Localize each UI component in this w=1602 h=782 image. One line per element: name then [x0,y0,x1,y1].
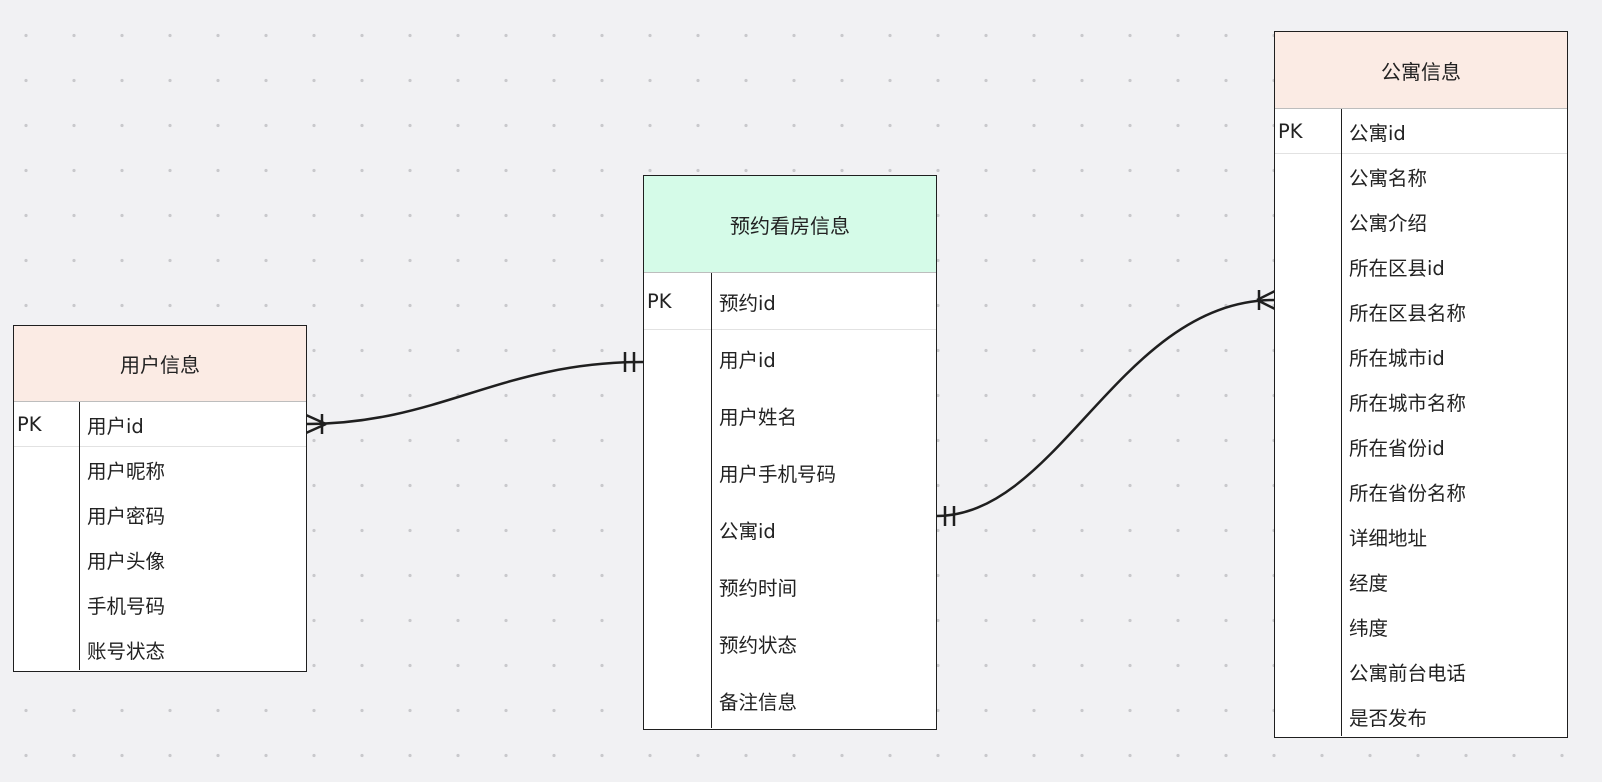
field-row[interactable]: 预约状态 [644,615,936,672]
field-row[interactable]: 用户头像 [14,537,306,582]
field-name: 用户头像 [87,550,166,573]
field-name: 纬度 [1349,617,1389,640]
field-name: 公寓介绍 [1349,212,1428,235]
field-name: 所在城市名称 [1349,392,1467,415]
field-name: 所在区县id [1349,257,1445,280]
entity-user[interactable]: 用户信息 PK 用户id 用户昵称用户密码用户头像手机号码账号状态 [13,325,307,672]
field-name: 所在区县名称 [1349,302,1467,325]
entity-appointment[interactable]: 预约看房信息 PK 预约id 用户id 用户姓名用户手机号码公寓id 预约时间预约状态备… [643,175,937,730]
field-row[interactable]: 是否发布 [1275,694,1567,739]
field-list: PK 预约id 用户id 用户姓名用户手机号码公寓id 预约时间预约状态备注信息 [644,273,936,729]
pk-label: PK [17,412,42,436]
field-name: 用户密码 [87,505,166,528]
field-name: 用户手机号码 [719,463,837,486]
entity-title: 预约看房信息 [644,176,936,273]
entity-apartment[interactable]: 公寓信息 PK 公寓id 公寓名称公寓介绍所在区县id 所在区县名称所在城市id 所在城… [1274,31,1568,738]
field-row[interactable]: 手机号码 [14,582,306,627]
field-name: 公寓名称 [1349,167,1428,190]
relationship-line-user-appointment[interactable] [305,360,644,426]
field-row[interactable]: 账号状态 [14,627,306,672]
entity-title: 公寓信息 [1275,32,1567,109]
field-name: 手机号码 [87,595,166,618]
field-name: 经度 [1349,572,1389,595]
field-row[interactable]: 详细地址 [1275,514,1567,559]
field-name: 用户昵称 [87,460,166,483]
primary-key-row[interactable]: PK 预约id [644,273,936,330]
field-name: 用户姓名 [719,406,798,429]
field-row[interactable]: 用户昵称 [14,447,306,492]
field-row[interactable]: 所在省份名称 [1275,469,1567,514]
field-list: PK 用户id 用户昵称用户密码用户头像手机号码账号状态 [14,402,306,672]
field-name: 预约id [719,291,776,315]
field-row[interactable]: 公寓介绍 [1275,199,1567,244]
field-row[interactable]: 经度 [1275,559,1567,604]
field-name: 公寓id [1349,121,1406,145]
primary-key-row[interactable]: PK 用户id [14,402,306,447]
field-row[interactable]: 所在城市id [1275,334,1567,379]
field-name: 公寓前台电话 [1349,662,1467,685]
field-name: 备注信息 [719,691,798,714]
field-row[interactable]: 所在区县id [1275,244,1567,289]
entity-title: 用户信息 [14,326,306,402]
field-row[interactable]: 所在区县名称 [1275,289,1567,334]
field-row[interactable]: 纬度 [1275,604,1567,649]
field-name: 公寓id [719,520,776,543]
field-name: 用户id [87,414,144,438]
pk-label: PK [1278,119,1303,143]
field-name: 是否发布 [1349,707,1428,730]
field-row[interactable]: 公寓前台电话 [1275,649,1567,694]
field-name: 预约时间 [719,577,798,600]
field-name: 所在城市id [1349,347,1445,370]
one-and-only-one-marker [943,506,956,526]
field-row[interactable]: 用户姓名 [644,387,936,444]
relationship-line-appointment-apartment[interactable] [935,298,1276,518]
crowfoot-one-or-many-marker [1256,289,1276,311]
field-row[interactable]: 预约时间 [644,558,936,615]
crowfoot-one-or-many-marker [305,413,327,435]
field-list: PK 公寓id 公寓名称公寓介绍所在区县id 所在区县名称所在城市id 所在城市名称所在… [1275,109,1567,739]
field-name: 账号状态 [87,640,166,663]
field-row[interactable]: 公寓名称 [1275,154,1567,199]
field-name: 所在省份id [1349,437,1445,460]
field-row[interactable]: 用户手机号码 [644,444,936,501]
field-row[interactable]: 公寓id [644,501,936,558]
pk-label: PK [647,289,672,313]
primary-key-row[interactable]: PK 公寓id [1275,109,1567,154]
one-and-only-one-marker [623,352,636,372]
field-row[interactable]: 备注信息 [644,672,936,729]
field-row[interactable]: 用户密码 [14,492,306,537]
field-row[interactable]: 所在城市名称 [1275,379,1567,424]
field-row[interactable]: 所在省份id [1275,424,1567,469]
field-name: 详细地址 [1349,527,1428,550]
field-row[interactable]: 用户id [644,330,936,387]
field-name: 所在省份名称 [1349,482,1467,505]
field-name: 预约状态 [719,634,798,657]
field-name: 用户id [719,349,776,372]
